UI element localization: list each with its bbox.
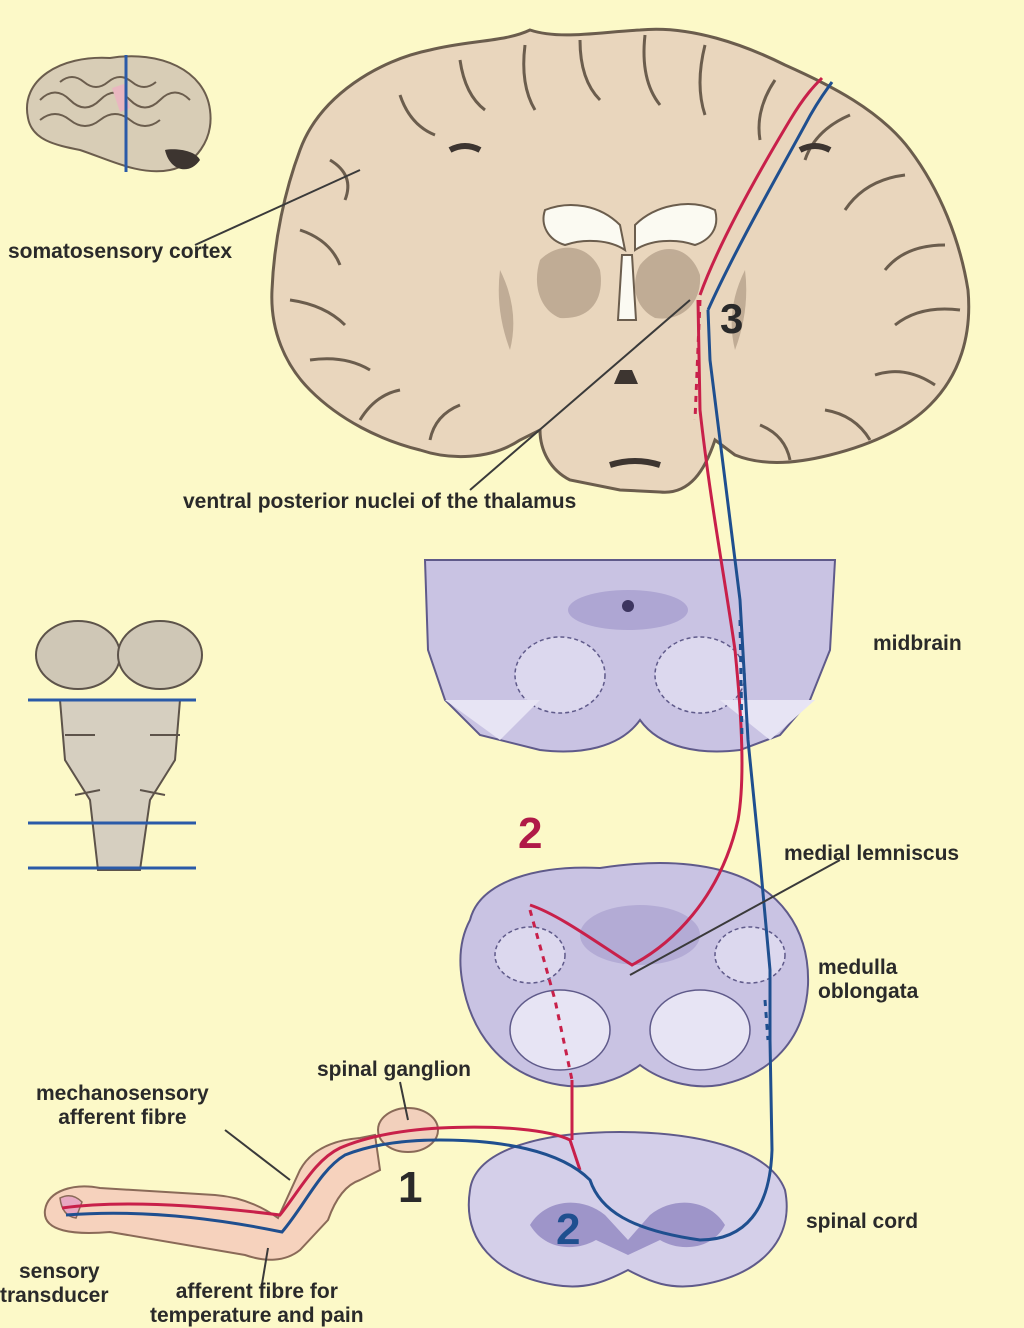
label-sensory-transducer: sensory transducer	[0, 1260, 109, 1308]
spinal-cord-section	[467, 1130, 788, 1288]
label-spinal-ganglion: spinal ganglion	[317, 1058, 472, 1081]
label-thalamus: ventral posterior nuclei of the thalamus	[183, 490, 577, 513]
label-midbrain: midbrain	[873, 632, 962, 655]
coronal-brain-section	[270, 27, 971, 494]
brain-side-view-thumbnail	[25, 55, 212, 173]
label-afferent-fibre-temperature-pain: afferent fibre for temperature and pain	[150, 1280, 364, 1328]
neuron-order-number-2-red: 2	[518, 809, 543, 858]
label-somatosensory-cortex: somatosensory cortex	[8, 240, 233, 263]
label-sensory-line2: transducer	[0, 1284, 109, 1308]
label-medial-lemniscus: medial lemniscus	[784, 842, 960, 865]
neuron-order-number-2-blue: 2	[556, 1205, 581, 1254]
leader-lines	[194, 169, 841, 1285]
pain-temperature-pathway	[65, 81, 834, 1242]
brainstem-thumbnail	[28, 620, 203, 871]
neuron-order-number-3: 3	[720, 295, 744, 342]
label-sensory-line1: sensory	[19, 1260, 100, 1283]
label-spinal-cord: spinal cord	[806, 1210, 919, 1233]
label-medulla-line2: oblongata	[818, 980, 919, 1004]
label-medulla-oblongata: medulla oblongata	[818, 956, 918, 1004]
midbrain-section	[423, 559, 837, 753]
label-mechano-line2: afferent fibre	[58, 1106, 187, 1130]
medulla-section	[459, 862, 810, 1088]
label-mechanosensory-afferent-fibre: mechanosensory afferent fibre	[36, 1082, 209, 1130]
mechanosensory-pathway	[61, 76, 824, 1217]
label-temp-line1: afferent fibre for	[175, 1280, 338, 1303]
label-medulla-line1: medulla	[818, 956, 898, 979]
neuron-order-number-1: 1	[398, 1163, 423, 1212]
label-mechano-line1: mechanosensory	[36, 1082, 209, 1105]
label-temp-line2: temperature and pain	[150, 1304, 364, 1328]
